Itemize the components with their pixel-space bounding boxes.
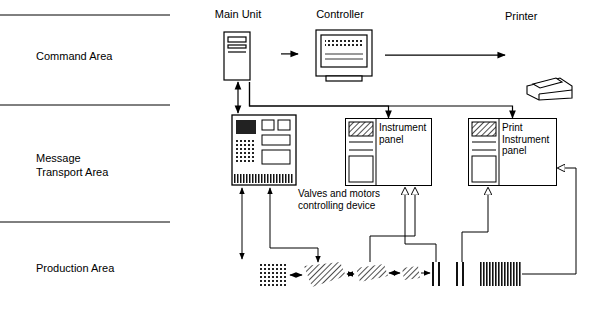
node-text: Main Unit [198,8,278,21]
printer: Printer [505,10,575,102]
instrument-panel: Print Instrument panel [468,118,557,186]
controller: Controller [298,8,385,84]
controller-board [232,115,296,185]
node-text: Controller [298,8,382,21]
connector [250,82,389,118]
node-text: Instrument panel [379,122,429,145]
printer-icon [527,78,572,100]
node-text: Print Instrument panel [502,122,554,157]
area-label: Production Area [36,262,156,276]
connector [250,82,513,118]
panel-detail [349,119,499,185]
connector [237,82,238,113]
connector [385,54,505,55]
instrument-panel: Instrument panel [345,118,432,186]
node-text: Printer [505,10,565,23]
area-separator [0,15,170,222]
main-unit: Main Unit [198,8,281,82]
area-label: Command Area [36,50,156,64]
production-item [258,262,522,287]
computer-tower [224,32,250,80]
flow-arrow [290,273,430,275]
field-wire [242,168,576,274]
connector [281,53,298,54]
node-text: Valves and motors controlling device [298,188,396,211]
controller-monitor [316,30,372,81]
area-label: Message Transport Area [36,152,128,180]
control-device: Valves and motors controlling device [228,113,400,215]
